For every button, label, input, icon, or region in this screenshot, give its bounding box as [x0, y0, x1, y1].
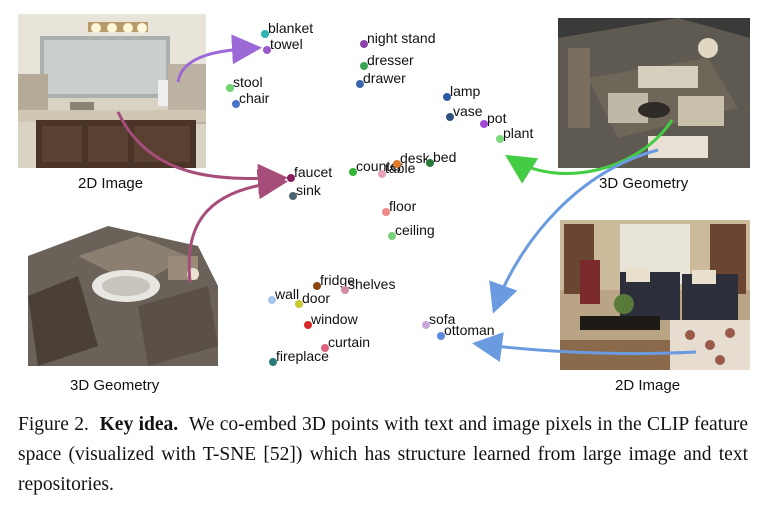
- embedding-label-floor: floor: [389, 198, 417, 214]
- caption-prefix: Figure 2.: [18, 414, 89, 435]
- embedding-dot-fridge: [313, 282, 321, 290]
- embedding-label-wall: wall: [275, 286, 300, 302]
- embedding-dot-chair: [232, 100, 240, 108]
- embedding-dot-counter: [349, 168, 357, 176]
- embedding-label-pot: pot: [487, 110, 507, 126]
- embedding-label-ceiling: ceiling: [395, 222, 435, 238]
- embedding-label-desk: desk: [400, 150, 430, 166]
- embedding-dot-dresser: [360, 62, 368, 70]
- panel-label-bottom-right: 2D Image: [615, 377, 681, 394]
- embedding-dot-pot: [480, 120, 488, 128]
- embedding-label-vase: vase: [453, 103, 483, 119]
- embedding-dot-night-stand: [360, 40, 368, 48]
- embedding-dot-faucet: [287, 174, 295, 182]
- embedding-label-stool: stool: [233, 74, 263, 90]
- embedding-dot-stool: [226, 84, 234, 92]
- embedding-dot-ceiling: [388, 232, 396, 240]
- embedding-label-lamp: lamp: [450, 83, 481, 99]
- embedding-label-plant: plant: [503, 125, 534, 141]
- embedding-label-curtain: curtain: [328, 334, 371, 350]
- embedding-dot-drawer: [356, 80, 364, 88]
- embedding-dot-floor: [382, 208, 390, 216]
- embedding-label-blanket: blanket: [268, 20, 314, 36]
- embedding-label-chair: chair: [239, 90, 270, 106]
- embedding-dot-sink: [289, 192, 297, 200]
- embedding-label-towel: towel: [270, 36, 303, 52]
- arrow-geometry-to-ottoman: [489, 148, 659, 314]
- embedding-dot-wall: [268, 296, 276, 304]
- arrows-layer: [116, 34, 697, 362]
- embedding-dot-ottoman: [437, 332, 445, 340]
- panel-label-top-left: 2D Image: [78, 175, 144, 192]
- embedding-label-table: table: [385, 160, 416, 176]
- embedding-dot-table: [378, 170, 386, 178]
- living-photo: [560, 220, 750, 370]
- embedding-label-window: window: [311, 311, 358, 327]
- embedding-label-dresser: dresser: [367, 52, 414, 68]
- figure: 2D Image 3D Geometry 3D: [18, 14, 750, 394]
- embedding-dot-window: [304, 321, 312, 329]
- living-geometry: [558, 18, 750, 168]
- embedding-dot-vase: [446, 113, 454, 121]
- embedding-dot-desk: [393, 160, 401, 168]
- embedding-dot-shelves: [341, 286, 349, 294]
- arrow-image-to-ottoman: [472, 332, 697, 362]
- arrow-bathroom-geometry-to-faucet: [187, 169, 288, 283]
- embedding-dot-plant: [496, 135, 504, 143]
- embedding-dot-lamp: [443, 93, 451, 101]
- figure-caption: Figure 2. Key idea. We co-embed 3D point…: [18, 410, 748, 500]
- embedding-label-faucet: faucet: [294, 164, 333, 180]
- arrow-geometry-to-plant: [504, 119, 674, 184]
- embedding-label-night-stand: night stand: [367, 30, 436, 46]
- embedding-dot-bed: [426, 159, 434, 167]
- embedding-label-bed: bed: [433, 149, 457, 165]
- embedding-label-sink: sink: [296, 182, 321, 198]
- arrow-image-to-towel: [176, 34, 262, 83]
- embedding-label-counter: counter: [356, 158, 403, 174]
- caption-body: We co-embed 3D points with text and imag…: [18, 414, 749, 495]
- embedding-label-ottoman: ottoman: [444, 322, 495, 338]
- embedding-dot-blanket: [261, 30, 269, 38]
- embedding-label-drawer: drawer: [363, 70, 406, 86]
- panel-label-bottom-left: 3D Geometry: [70, 377, 160, 394]
- embedding-dot-curtain: [321, 344, 329, 352]
- embedding-dot-fireplace: [269, 358, 277, 366]
- bathroom-geometry: [18, 216, 232, 372]
- panel-label-top-right: 3D Geometry: [599, 175, 689, 192]
- embedding-label-sofa: sofa: [429, 311, 456, 327]
- embedding-dot-sofa: [422, 321, 430, 329]
- bathroom-photo: [18, 14, 206, 168]
- embedding-dot-towel: [263, 46, 271, 54]
- embedding-label-fridge: fridge: [320, 272, 356, 288]
- embedding-label-shelves: shelves: [348, 276, 396, 292]
- embedding-label-fireplace: fireplace: [276, 348, 329, 364]
- caption-bold: Key idea.: [99, 414, 179, 435]
- embedding-label-door: door: [302, 290, 331, 306]
- embedding-dot-door: [295, 300, 303, 308]
